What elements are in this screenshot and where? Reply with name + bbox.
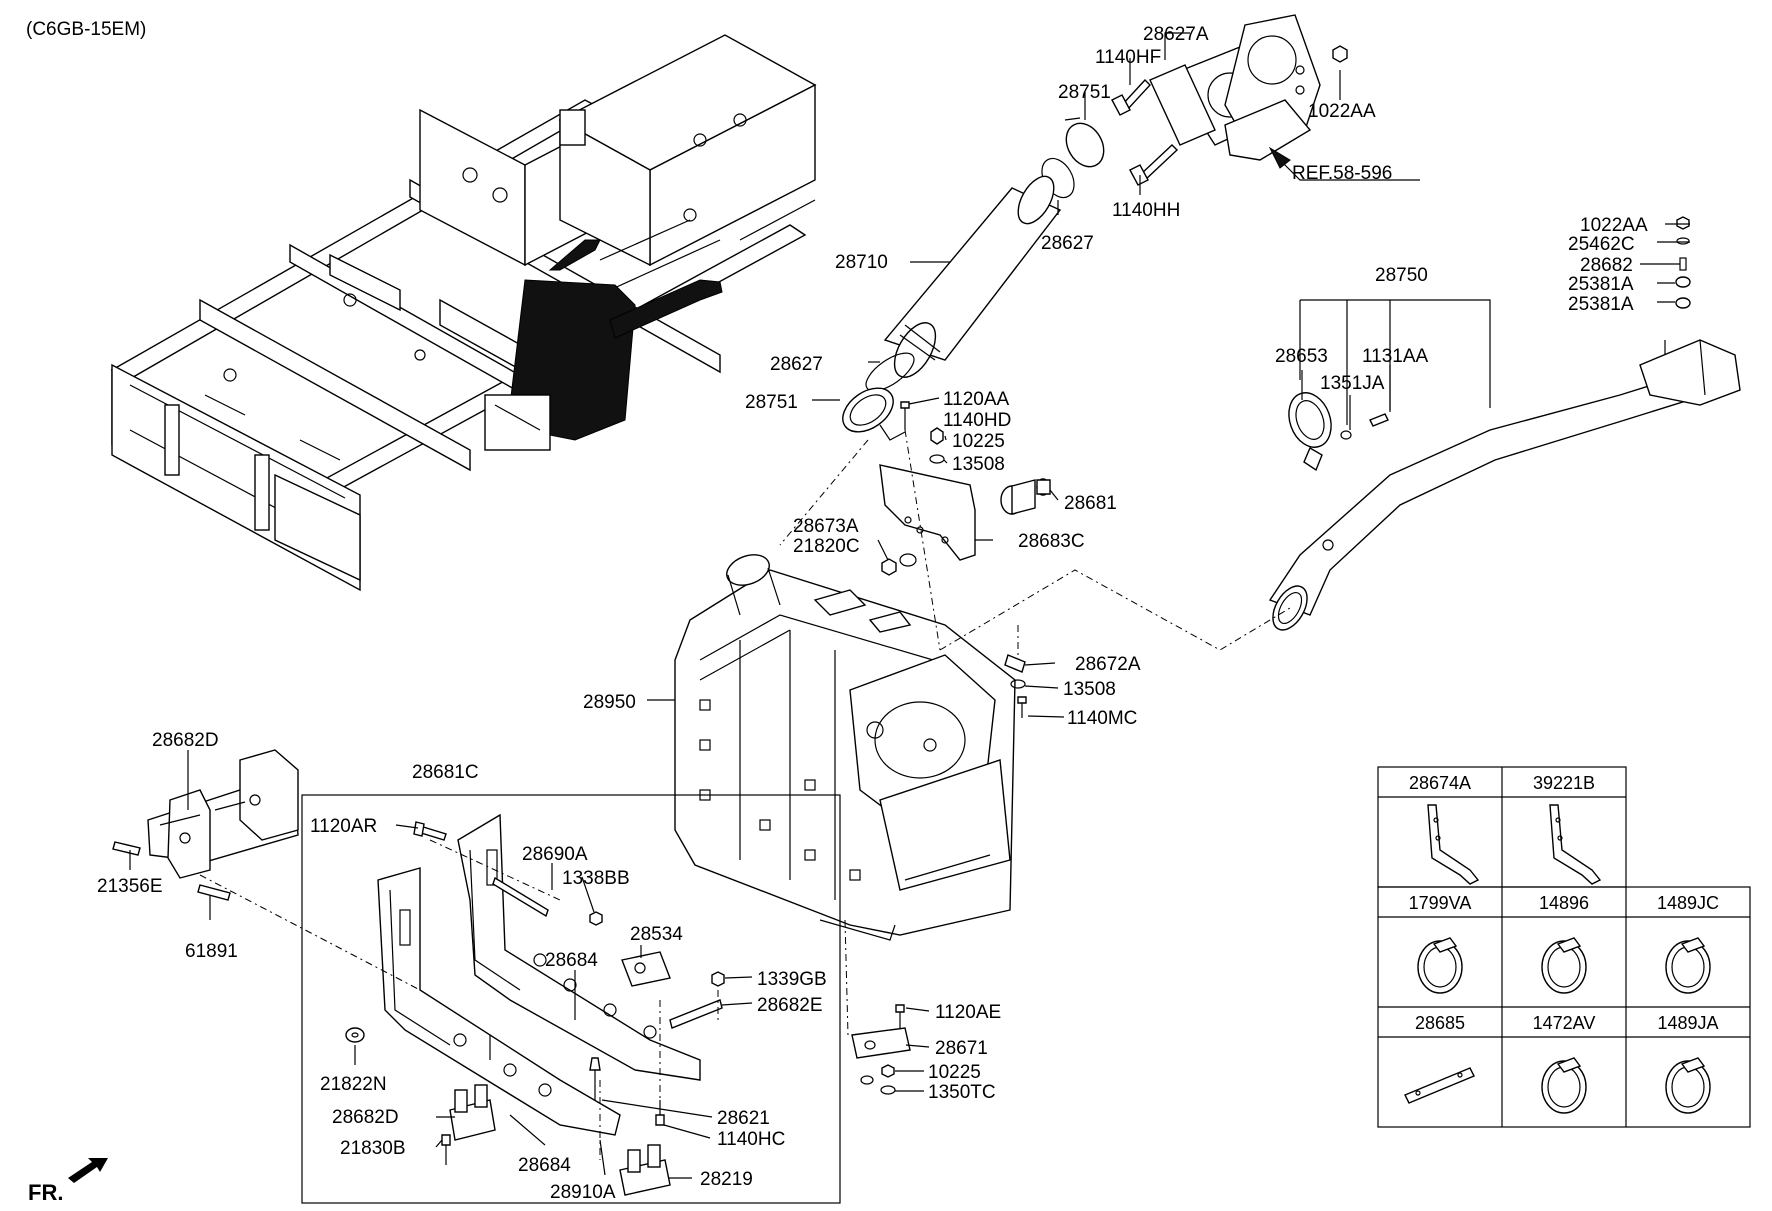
callout: 28684 bbox=[545, 950, 598, 971]
callout: 28627A bbox=[1143, 24, 1209, 45]
lower-right-hardware bbox=[851, 1004, 911, 1095]
callout: 28710 bbox=[835, 252, 888, 273]
table-cell-label: 1489JA bbox=[1657, 1013, 1718, 1033]
callout: 10225 bbox=[952, 431, 1005, 452]
callout: 28751 bbox=[745, 392, 798, 413]
callout: 1140HF bbox=[1095, 47, 1161, 68]
hose-clamp-icon bbox=[1541, 937, 1587, 994]
callout: 1131AA bbox=[1362, 346, 1429, 367]
muffler-dpf-assembly bbox=[674, 554, 1027, 941]
callout: 28681C bbox=[412, 762, 479, 783]
callout: 28673A bbox=[793, 516, 859, 537]
front-pipe-group bbox=[842, 14, 1420, 441]
hose-clamp-icon bbox=[1665, 1057, 1711, 1114]
callout: 21820C bbox=[793, 536, 860, 557]
callout: 1350TC bbox=[928, 1082, 996, 1103]
callout: 28671 bbox=[935, 1038, 988, 1059]
callout: 1120AA bbox=[943, 389, 1010, 410]
callout: 1120AE bbox=[935, 1002, 1001, 1023]
tail-pipe-assembly bbox=[1268, 216, 1741, 631]
callout: 28681 bbox=[1064, 493, 1117, 514]
callout: 1140MC bbox=[1067, 708, 1137, 729]
callout: 28950 bbox=[583, 692, 636, 713]
callout: 1140HC bbox=[717, 1129, 785, 1150]
callout: 21822N bbox=[320, 1074, 387, 1095]
callout: 1339GB bbox=[757, 969, 827, 990]
lower-bracket-group bbox=[345, 813, 725, 1196]
bracket-group-box bbox=[301, 794, 841, 1204]
callout: 25381A bbox=[1568, 294, 1634, 315]
ref-label: REF.58-596 bbox=[1292, 163, 1392, 184]
callout: 28683C bbox=[1018, 531, 1085, 552]
callout: 1120AR bbox=[310, 816, 377, 837]
callout: 28627 bbox=[770, 354, 823, 375]
callout: 10225 bbox=[928, 1062, 981, 1083]
callout: 25381A bbox=[1568, 274, 1634, 295]
callout: 28621 bbox=[717, 1108, 770, 1129]
callout: 28684 bbox=[518, 1155, 571, 1176]
hose-clamp-icon bbox=[1417, 937, 1463, 994]
callout: 28750 bbox=[1375, 265, 1428, 286]
callout: 13508 bbox=[952, 454, 1005, 475]
table-cell-label: 28674A bbox=[1409, 773, 1471, 793]
callout: 28690A bbox=[522, 844, 588, 865]
callout: 28653 bbox=[1275, 346, 1328, 367]
table-cell-label: 28685 bbox=[1415, 1013, 1465, 1033]
table-cell-label: 1472AV bbox=[1533, 1013, 1596, 1033]
leader-lines bbox=[129, 32, 1690, 1179]
center-bracket-group bbox=[879, 401, 1051, 576]
callout: 21830B bbox=[340, 1138, 406, 1159]
table-cell-label: 1489JC bbox=[1657, 893, 1719, 913]
front-label: FR. bbox=[28, 1180, 63, 1205]
callout: 28219 bbox=[700, 1169, 753, 1190]
front-direction-indicator: FR. bbox=[28, 1158, 108, 1205]
callout: 28672A bbox=[1075, 654, 1141, 675]
callout: 28627 bbox=[1041, 233, 1094, 254]
callout: 1140HD bbox=[943, 410, 1011, 431]
callout: 28751 bbox=[1058, 82, 1111, 103]
callout: 1351JA bbox=[1320, 373, 1385, 394]
callout: 28682 bbox=[1580, 255, 1633, 276]
strap-plate-icon bbox=[1404, 1067, 1475, 1104]
callout: 28910A bbox=[550, 1182, 616, 1203]
callout-labels: 28627A 1140HF 28751 1022AA REF.58-596 11… bbox=[97, 24, 1648, 1203]
table-cell-label: 39221B bbox=[1533, 773, 1595, 793]
callout: 13508 bbox=[1063, 679, 1116, 700]
callout: 28682D bbox=[152, 730, 219, 751]
left-mount-bracket bbox=[112, 749, 299, 901]
hose-clamp-icon bbox=[1665, 937, 1711, 994]
callout: 1338BB bbox=[562, 868, 630, 889]
table-cell-label: 1799VA bbox=[1409, 893, 1472, 913]
model-code: (C6GB-15EM) bbox=[26, 19, 146, 40]
parts-table: 28674A 39221B 1799VA 14896 1489JC 28685 … bbox=[1377, 766, 1751, 1128]
callout: 28682D bbox=[332, 1107, 399, 1128]
callout: 1022AA bbox=[1580, 215, 1648, 236]
front-arrow-icon bbox=[68, 1158, 108, 1183]
callout: 1140HH bbox=[1112, 200, 1180, 221]
table-cell-label: 14896 bbox=[1539, 893, 1589, 913]
hose-clamp-icon bbox=[1541, 1057, 1587, 1114]
callout: 21356E bbox=[97, 876, 163, 897]
callout: 28682E bbox=[757, 995, 823, 1016]
callout: 25462C bbox=[1568, 234, 1635, 255]
callout: 1022AA bbox=[1308, 101, 1376, 122]
chassis-frame-illustration bbox=[110, 34, 817, 592]
assembly-dash-lines bbox=[199, 429, 1291, 1160]
callout: 28534 bbox=[630, 924, 683, 945]
callout: 61891 bbox=[185, 941, 238, 962]
